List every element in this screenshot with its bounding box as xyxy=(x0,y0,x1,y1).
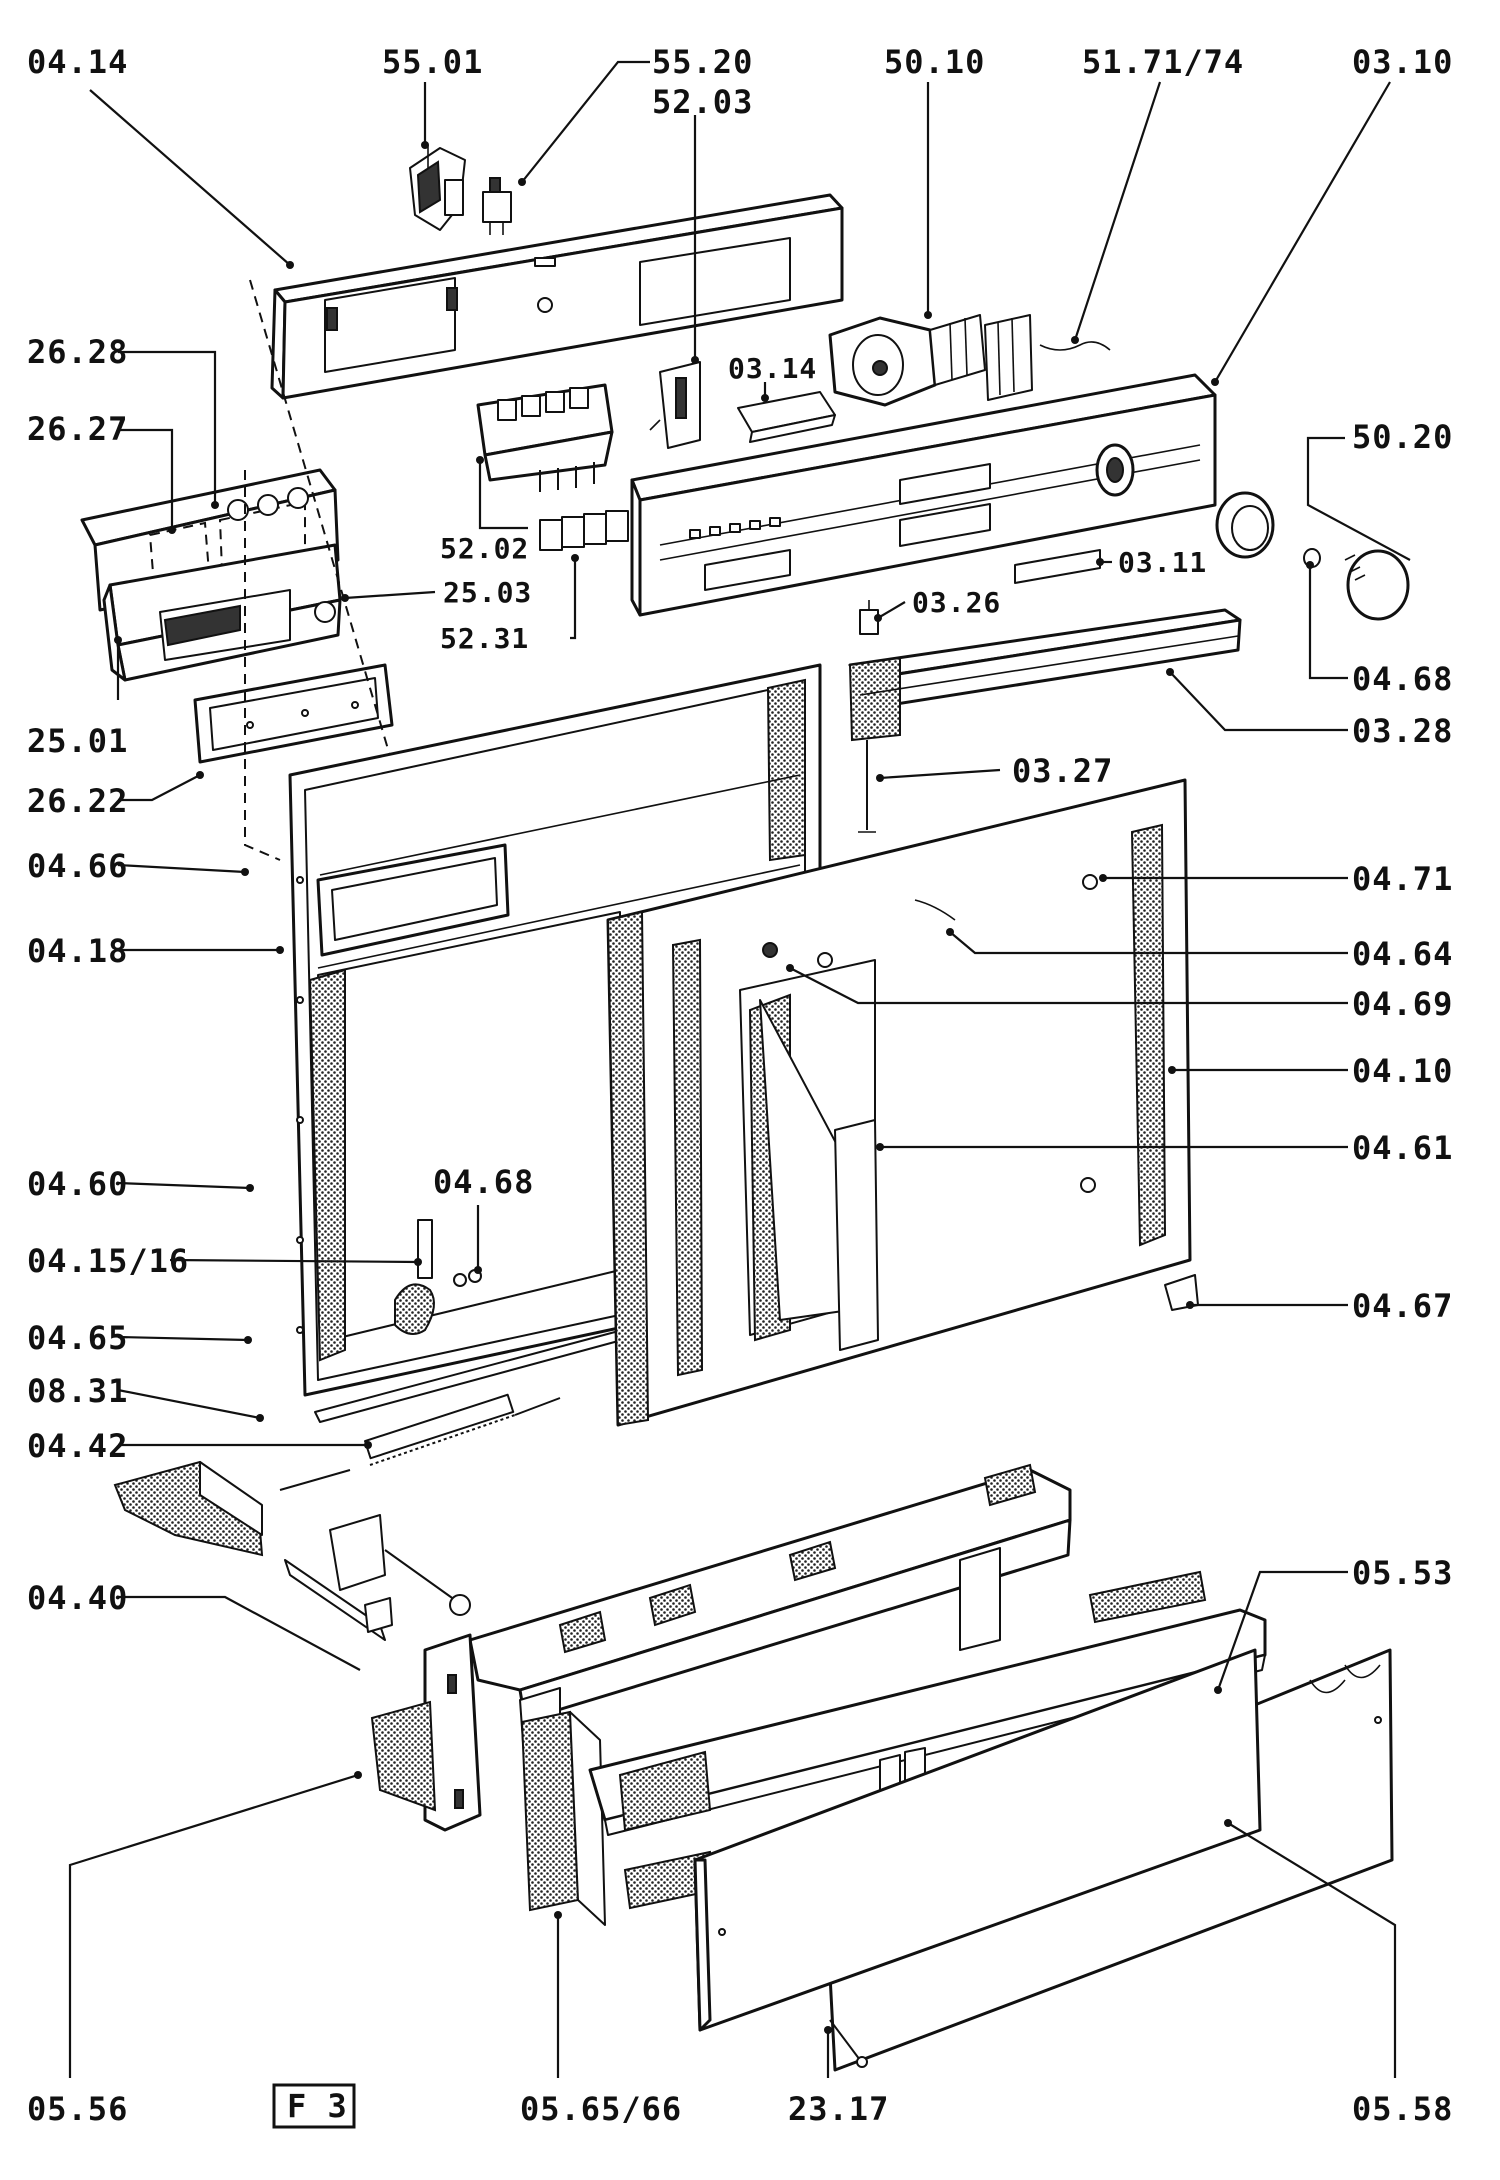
callout-05-53: 05.53 xyxy=(1352,1554,1453,1592)
callout-04-65: 04.65 xyxy=(27,1319,128,1357)
callout-23-17: 23.17 xyxy=(788,2090,889,2128)
callout-05-65-66: 05.65/66 xyxy=(520,2090,682,2128)
callout-04-15-16: 04.15/16 xyxy=(27,1242,189,1280)
callout-04-66: 04.66 xyxy=(27,847,128,885)
callout-04-61: 04.61 xyxy=(1352,1129,1453,1167)
callout-03-28: 03.28 xyxy=(1352,712,1453,750)
callout-52-03: 52.03 xyxy=(652,83,753,121)
callout-25-01: 25.01 xyxy=(27,722,128,760)
part-gasket-26-22 xyxy=(193,663,394,764)
callout-03-27: 03.27 xyxy=(1012,752,1113,790)
callout-25-03: 25.03 xyxy=(443,576,532,609)
callout-03-26: 03.26 xyxy=(912,586,1001,619)
sheet-label: F 3 xyxy=(287,2087,348,2125)
callout-52-31: 52.31 xyxy=(440,622,529,655)
parts-drawing xyxy=(80,145,1410,2072)
callout-05-56: 05.56 xyxy=(27,2090,128,2128)
callout-03-14: 03.14 xyxy=(728,352,817,385)
callout-04-69: 04.69 xyxy=(1352,985,1453,1023)
part-side-05-56 xyxy=(370,1633,482,1832)
callout-04-60: 04.60 xyxy=(27,1165,128,1203)
callout-04-42: 04.42 xyxy=(27,1427,128,1465)
part-rod-03-27 xyxy=(858,740,876,833)
part-dispenser-body xyxy=(102,543,342,682)
part-rail-05-53 xyxy=(588,1570,1267,1910)
callout-26-27: 26.27 xyxy=(27,410,128,448)
callout-26-28: 26.28 xyxy=(27,333,128,371)
callout-55-20: 55.20 xyxy=(652,43,753,81)
part-indicator-03-14 xyxy=(737,391,836,443)
part-top-rail xyxy=(270,193,844,400)
part-base-frame xyxy=(468,1463,1072,1771)
part-bracket-52-03 xyxy=(649,361,701,449)
part-screw-23-17 xyxy=(829,2019,868,2068)
part-timer-50-10 xyxy=(828,314,1111,407)
callout-04-71: 04.71 xyxy=(1352,860,1453,898)
part-rail-03-28 xyxy=(848,608,1242,742)
callout-08-31: 08.31 xyxy=(27,1372,128,1410)
callout-04-68-lower: 04.68 xyxy=(433,1163,534,1201)
part-outer-door xyxy=(606,778,1192,1427)
callout-04-10: 04.10 xyxy=(1352,1052,1453,1090)
part-latch-04-15 xyxy=(394,1219,482,1335)
part-indicator-03-11 xyxy=(1014,549,1101,584)
callout-04-67: 04.67 xyxy=(1352,1287,1453,1325)
callout-04-14: 04.14 xyxy=(27,43,128,81)
callout-51-71-74: 51.71/74 xyxy=(1082,43,1244,81)
callout-03-11: 03.11 xyxy=(1118,546,1207,579)
part-hinge-04-40 xyxy=(113,1460,471,1641)
part-switch-block-52-02 xyxy=(476,383,614,492)
callout-05-58: 05.58 xyxy=(1352,2090,1453,2128)
callout-55-01: 55.01 xyxy=(382,43,483,81)
part-bracket-05-65 xyxy=(520,1710,606,1926)
callout-50-20: 50.20 xyxy=(1352,418,1453,456)
callout-04-68-upper: 04.68 xyxy=(1352,660,1453,698)
part-switch-55-01 xyxy=(409,145,466,231)
part-knob-50-20 xyxy=(1215,491,1410,621)
part-spring-04-42 xyxy=(364,1393,561,1466)
callout-50-10: 50.10 xyxy=(884,43,985,81)
leader-lines xyxy=(68,60,1411,2078)
callout-03-10: 03.10 xyxy=(1352,43,1453,81)
part-control-panel xyxy=(630,373,1217,617)
part-buttons-52-31 xyxy=(539,510,629,551)
callout-04-40: 04.40 xyxy=(27,1579,128,1617)
sheet-label-box xyxy=(272,2083,356,2129)
part-switch-55-20 xyxy=(482,177,512,235)
callout-labels: 04.14 55.01 55.20 52.03 50.10 51.71/74 0… xyxy=(27,43,1453,2129)
callout-52-02: 52.02 xyxy=(440,532,529,565)
assembly-line xyxy=(244,470,281,861)
callout-26-22: 26.22 xyxy=(27,782,128,820)
callout-04-18: 04.18 xyxy=(27,932,128,970)
callout-04-64: 04.64 xyxy=(1352,935,1453,973)
part-front-panel xyxy=(693,1648,1262,2032)
